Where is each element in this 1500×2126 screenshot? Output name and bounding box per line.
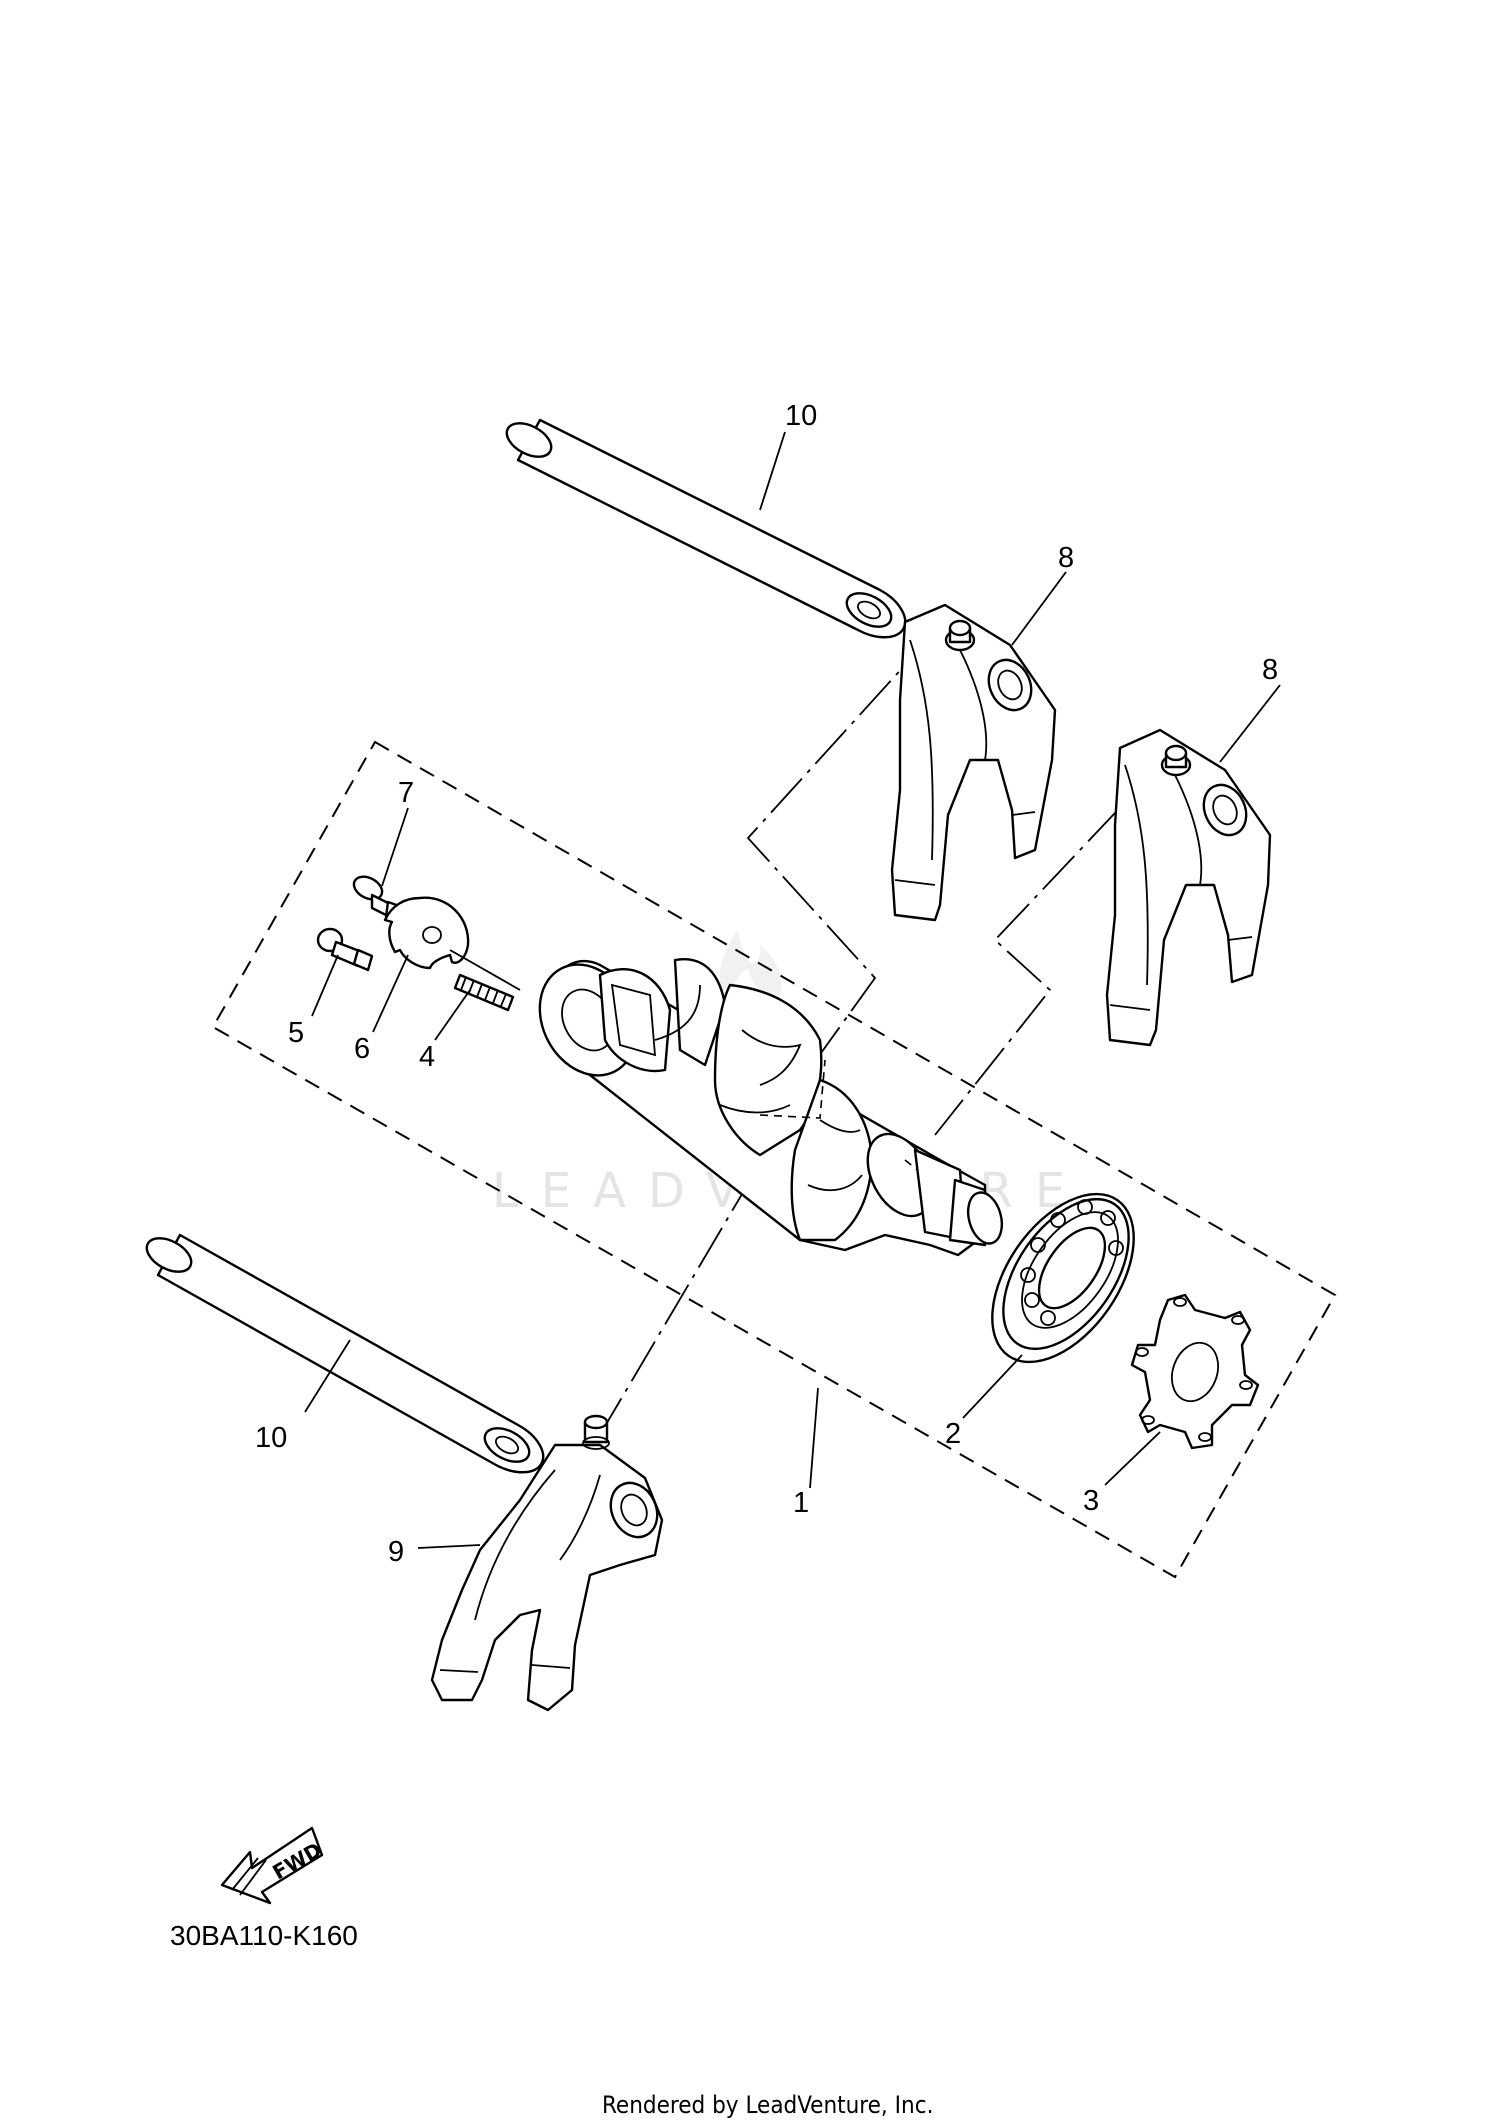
callout-8-first: 8 <box>1058 542 1074 574</box>
callout-6: 6 <box>354 1033 370 1065</box>
drawing-code: 30BA110-K160 <box>170 1920 358 1951</box>
stopper-plate-6 <box>383 896 470 970</box>
callout-7: 7 <box>398 777 414 809</box>
shift-fork-8-lower <box>1105 728 1272 1047</box>
callout-10-upper: 10 <box>785 400 817 432</box>
segment-3 <box>1130 1293 1260 1450</box>
screw-5 <box>316 927 374 972</box>
assembly-boundary <box>211 740 1337 1579</box>
callout-2: 2 <box>945 1418 961 1450</box>
alignment-lines <box>597 631 1166 1439</box>
callout-3: 3 <box>1083 1485 1099 1517</box>
callout-8-second: 8 <box>1262 654 1278 686</box>
bearing-2 <box>991 1192 1135 1364</box>
callout-5: 5 <box>288 1017 304 1049</box>
forward-arrow-icon: FWD <box>220 1826 326 1905</box>
callout-4: 4 <box>419 1041 435 1073</box>
shift-fork-9 <box>430 1414 664 1712</box>
shift-fork-shaft-upper <box>505 418 907 639</box>
shift-fork-8-upper <box>890 603 1057 922</box>
leader-lines <box>304 431 1281 1549</box>
shift-fork-shaft-lower <box>145 1233 545 1474</box>
callout-10-lower: 10 <box>255 1422 287 1454</box>
spring-pin-4 <box>449 949 521 1012</box>
callout-1: 1 <box>793 1487 809 1519</box>
shift-drum-1 <box>538 958 1004 1257</box>
callout-9: 9 <box>388 1536 404 1568</box>
callout-labels: 10 8 8 7 5 6 4 10 2 3 1 9 <box>255 400 1278 1568</box>
render-credit: Rendered by LeadVenture, Inc. <box>602 2091 933 2119</box>
